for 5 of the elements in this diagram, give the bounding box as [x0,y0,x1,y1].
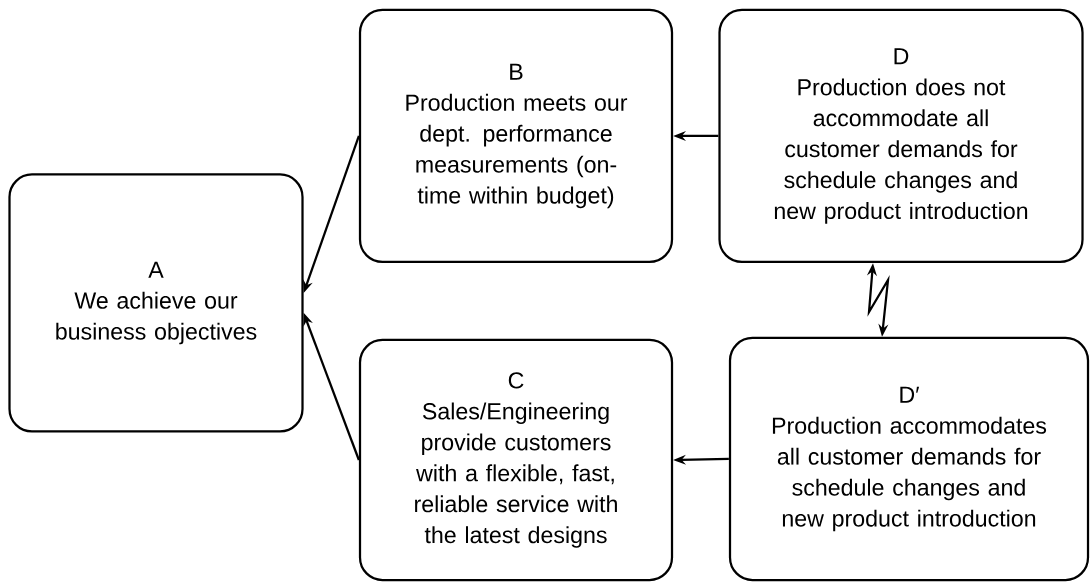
process-box: D Production does not accommodate all customer demands for schedule changes and new product introduction [718,8,1084,264]
process-box: A We achieve our business objectives [8,173,304,433]
process-box: B Production meets our dept. performance measurements (on-time within budget) [358,8,674,264]
process-box: C Sales/Engineering provide customers with a flexible, fast, reliable service with the latest designs [358,338,674,582]
process-box: D′ Production accommodates all customer demands for schedule changes and new product introduction [728,336,1090,582]
